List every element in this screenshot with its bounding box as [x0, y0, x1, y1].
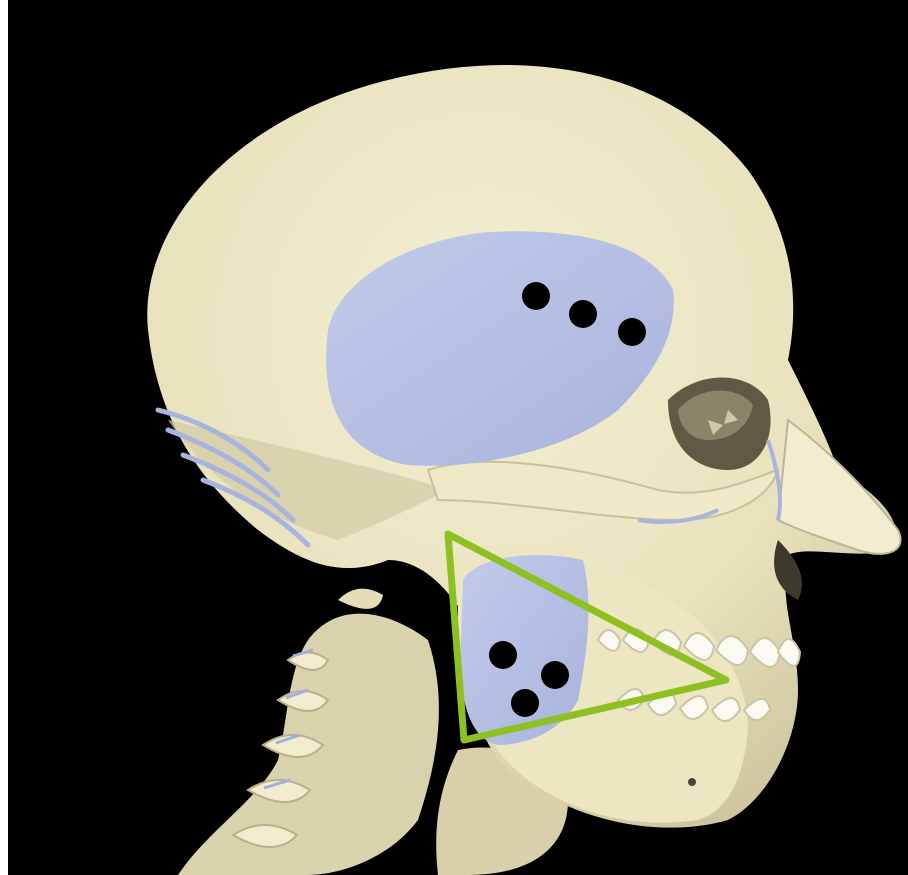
marker-dot [618, 318, 646, 346]
marker-dot [511, 689, 539, 717]
skull-illustration [8, 0, 908, 875]
marker-dot [541, 661, 569, 689]
marker-dot [569, 300, 597, 328]
marker-dot [489, 641, 517, 669]
marker-dot [522, 282, 550, 310]
skull-image-canvas [8, 0, 908, 875]
